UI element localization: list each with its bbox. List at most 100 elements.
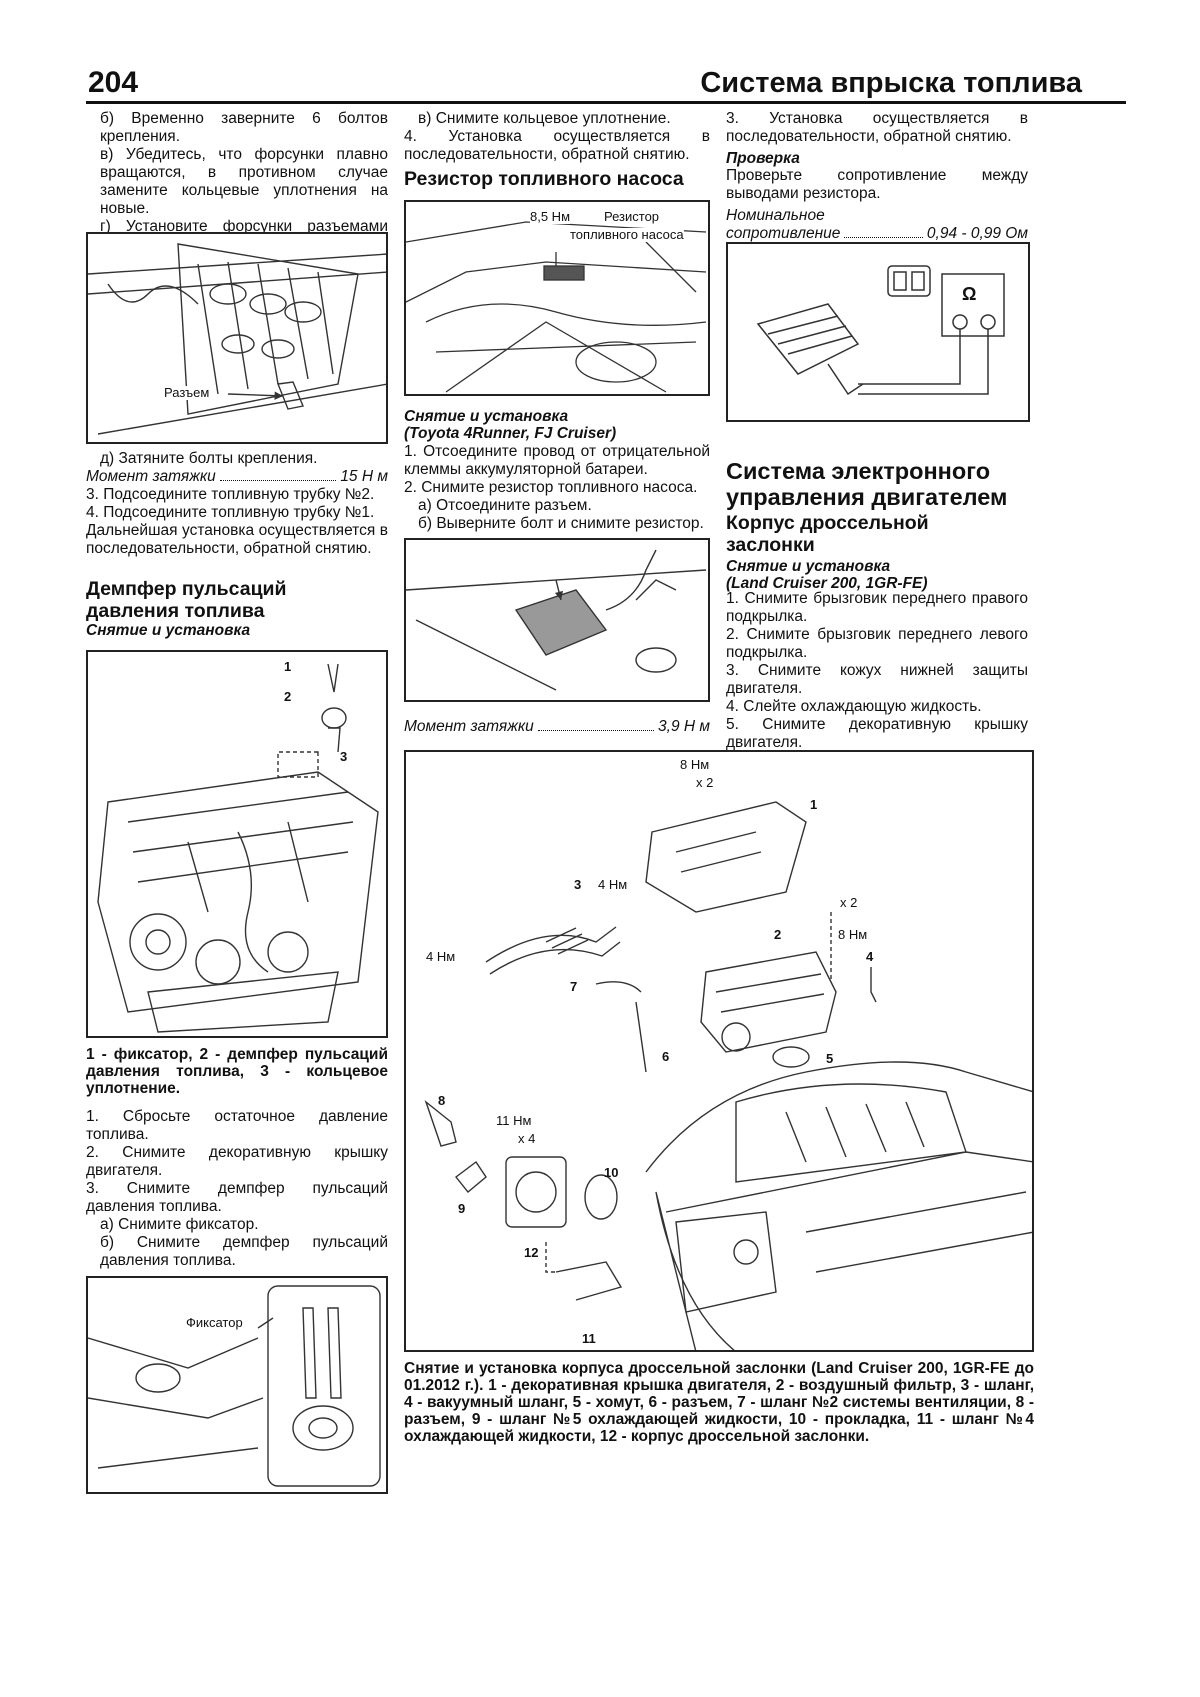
resistor-label-1: Резистор xyxy=(604,209,660,224)
nominal-row: сопротивление 0,94 - 0,99 Ом xyxy=(726,225,1028,243)
injectors-drawing xyxy=(88,243,386,435)
resistor-location-drawing xyxy=(406,221,707,393)
header-rule xyxy=(86,101,1126,104)
col2-sub-2: (Toyota 4Runner, FJ Cruiser) xyxy=(404,425,617,442)
damper-title-2: давления топлива xyxy=(86,600,265,622)
figure-throttle-body: 8 Нм x 2 1 3 4 Нм 4 Нм x 2 8 Нм 2 4 7 6 … xyxy=(404,750,1034,1352)
figure-injectors: Разъем xyxy=(86,232,388,444)
bigfig-num-3: 3 xyxy=(574,877,582,892)
col1-mid-text: д) Затяните болты крепления. Момент затя… xyxy=(86,450,388,558)
bigfig-num-5: 5 xyxy=(826,1051,834,1066)
damper-title-1: Демпфер пульсаций xyxy=(86,578,287,600)
bigfig-num-6: 6 xyxy=(662,1049,670,1064)
d-step-3b: б) Снимите демпфер пульсаций давления то… xyxy=(100,1234,388,1269)
check-text: Проверьте сопротивление между выводами р… xyxy=(726,167,1028,202)
section-title: Система впрыска топлива xyxy=(700,67,1082,99)
torque-row-39: Момент затяжки 3,9 Н м xyxy=(404,718,710,736)
col2-torque-label: Момент затяжки xyxy=(404,718,534,735)
figure-ohmmeter: Ω xyxy=(726,242,1030,422)
nominal-value: 0,94 - 0,99 Ом xyxy=(926,225,1028,242)
resistor-label-2: топливного насоса xyxy=(570,227,684,242)
col3-sub-1: Снятие и установка xyxy=(726,558,891,575)
bigfig-num-1: 1 xyxy=(810,797,818,812)
nominal-label-2: сопротивление xyxy=(726,225,841,242)
bigfig-num-4: 4 xyxy=(866,949,874,964)
r-step-2a: а) Отсоедините разъем. xyxy=(418,497,592,514)
bigfig-num-7: 7 xyxy=(570,979,578,994)
d-step-3a: а) Снимите фиксатор. xyxy=(100,1216,259,1233)
r-step-2b: б) Выверните болт и снимите резистор. xyxy=(418,515,704,532)
col3-step-3: 3. Установка осуществляется в последоват… xyxy=(726,110,1028,145)
ecu-title-1: Система электронного xyxy=(726,458,991,484)
step-d: д) Затяните болты крепления. xyxy=(100,450,318,467)
figure-resistor-removal xyxy=(404,538,710,702)
step-4-tube1: 4. Подсоедините топливную трубку №1. xyxy=(86,504,375,521)
col2-torque-dots xyxy=(537,718,655,731)
bigfig-x2-right: x 2 xyxy=(840,895,858,910)
bigfig-num-12: 12 xyxy=(524,1245,539,1260)
nominal-dots xyxy=(844,225,923,238)
torque-row-15: Момент затяжки 15 Н м xyxy=(86,468,388,486)
bigfig-num-10: 10 xyxy=(604,1165,619,1180)
col2-top-text: в) Снимите кольцевое уплотнение. 4. Уста… xyxy=(404,110,710,164)
fig2-num-3: 3 xyxy=(340,749,348,764)
col2-torque: Момент затяжки 3,9 Н м xyxy=(404,718,710,736)
bigfig-num-8: 8 xyxy=(438,1093,446,1108)
torque-value: 15 Н м xyxy=(340,468,388,485)
retainer-drawing xyxy=(88,1285,381,1487)
t-step-1: 1. Снимите брызговик переднего правого п… xyxy=(726,590,1028,625)
resistor-torque-label: 8,5 Нм xyxy=(530,209,571,224)
col2-torque-value: 3,9 Н м xyxy=(658,718,710,735)
t-step-2: 2. Снимите брызговик переднего левого по… xyxy=(726,626,1028,661)
col1-damper-steps: 1. Сбросьте остаточное давление топлива.… xyxy=(86,1108,388,1270)
bigfig-num-9: 9 xyxy=(458,1201,466,1216)
col2-resistor-steps: 1. Отсоедините провод от отрицательной к… xyxy=(404,443,710,533)
torque-label: Момент затяжки xyxy=(86,468,216,485)
t-step-5: 5. Снимите декоративную крышку двигателя… xyxy=(726,716,1028,751)
bigfig-num-11: 11 xyxy=(582,1331,596,1346)
step-3-tube2: 3. Подсоедините топливную трубку №2. xyxy=(86,486,375,503)
throttle-title-2: заслонки xyxy=(726,534,815,556)
check-title: Проверка xyxy=(726,150,800,167)
d-step-2: 2. Снимите декоративную крышку двигателя… xyxy=(86,1144,388,1179)
bigfig-torque-8nm-right: 8 Нм xyxy=(838,927,868,942)
fig3-retainer-label: Фиксатор xyxy=(186,1315,243,1330)
col3-sub-2: (Land Cruiser 200, 1GR-FE) xyxy=(726,575,928,592)
nominal-label-1: Номинальное xyxy=(726,207,825,224)
ecu-heading: Система электронного управления двигател… xyxy=(726,458,1036,592)
figure-damper-engine: 1 2 3 xyxy=(86,650,388,1038)
throttle-body-drawing xyxy=(424,801,1032,1350)
step-v: в) Убедитесь, что форсунки плавно вращаю… xyxy=(100,146,388,217)
bigfig-x2-top: x 2 xyxy=(696,775,714,790)
d-step-3: 3. Снимите демпфер пульсаций давления то… xyxy=(86,1180,388,1215)
bigfig-x4: x 4 xyxy=(518,1131,536,1146)
t-step-4: 4. Слейте охлаждающую жидкость. xyxy=(726,698,982,715)
bigfig-caption: Снятие и установка корпуса дроссельной з… xyxy=(404,1360,1034,1445)
bigfig-torque-4nm-b: 4 Нм xyxy=(426,949,456,964)
ohmmeter-drawing xyxy=(756,265,1005,396)
bigfig-torque-11nm: 11 Нм xyxy=(496,1113,532,1128)
col3-throttle-steps: 1. Снимите брызговик переднего правого п… xyxy=(726,590,1028,752)
col2-sub-1: Снятие и установка xyxy=(404,408,569,425)
damper-subtitle: Снятие и установка xyxy=(86,622,251,639)
torque-dots xyxy=(219,468,337,481)
r-step-2: 2. Снимите резистор топливного насоса. xyxy=(404,479,698,496)
ecu-title-2: управления двигателем xyxy=(726,484,1008,510)
page-number: 204 xyxy=(88,66,139,99)
fig1-connector-label: Разъем xyxy=(164,385,210,400)
col3-top-text: 3. Установка осуществляется в последоват… xyxy=(726,110,1028,243)
figure-resistor-location: 8,5 Нм Резистор топливного насоса xyxy=(404,200,710,396)
step-b: б) Временно заверните 6 болтов крепления… xyxy=(100,110,388,145)
col2-subheading: Снятие и установка (Toyota 4Runner, FJ C… xyxy=(404,408,710,442)
fig2-caption: 1 - фиксатор, 2 - демпфер пульсаций давл… xyxy=(86,1046,388,1097)
damper-heading: Демпфер пульсаций давления топлива Сняти… xyxy=(86,578,388,639)
d-step-1: 1. Сбросьте остаточное давление топлива. xyxy=(86,1108,388,1143)
t-step-3: 3. Снимите кожух нижней защиты двигателя… xyxy=(726,662,1028,697)
fig2-num-2: 2 xyxy=(284,689,292,704)
col2-step-4: 4. Установка осуществляется в последоват… xyxy=(404,128,710,163)
further-install: Дальнейшая установка осуществляется в по… xyxy=(86,522,388,557)
ohm-symbol: Ω xyxy=(962,284,977,304)
bigfig-torque-4nm-a: 4 Нм xyxy=(598,877,628,892)
figure-retainer: Фиксатор xyxy=(86,1276,388,1494)
